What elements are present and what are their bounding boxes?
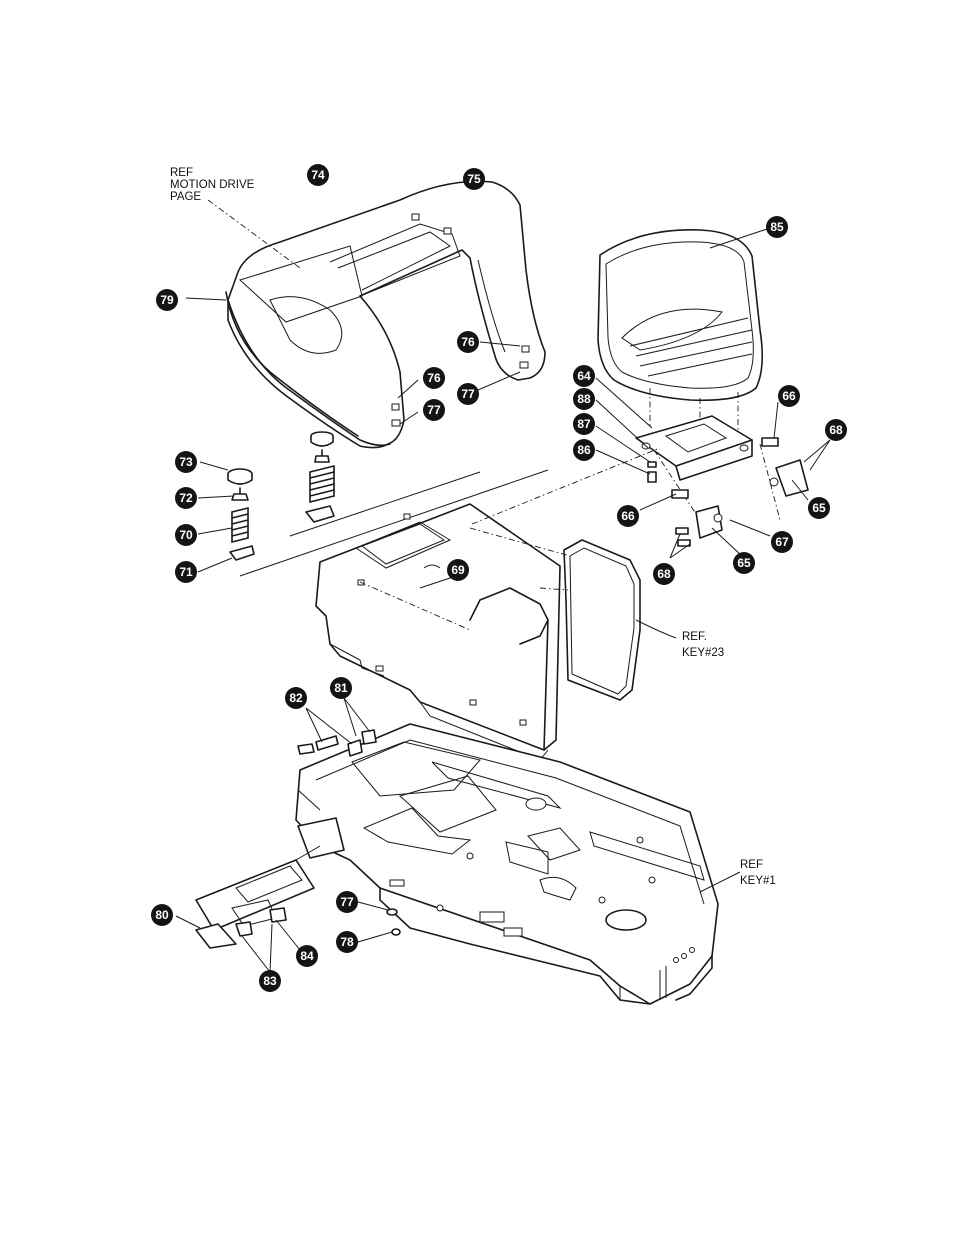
callout-88: 88 (573, 388, 595, 410)
ref-motion-drive-line1: REF (170, 167, 193, 179)
callout-85-text: 85 (770, 220, 784, 234)
callout-77-b: 77 (423, 399, 445, 421)
chassis-frame (296, 724, 718, 1004)
callout-67-text: 67 (775, 535, 789, 549)
callout-71: 71 (175, 561, 197, 583)
callout-71-text: 71 (179, 565, 193, 579)
ref-motion-drive-line3: PAGE (170, 191, 201, 203)
callout-80: 80 (151, 904, 173, 926)
ref-key23-line2: KEY#23 (682, 647, 724, 659)
callout-87: 87 (573, 413, 595, 435)
ref-key1-line1: REF (740, 859, 763, 871)
callout-68-b-text: 68 (657, 567, 671, 581)
callout-78-text: 78 (340, 935, 354, 949)
callout-66-b: 66 (617, 505, 639, 527)
callout-72-text: 72 (179, 491, 193, 505)
callout-65-b: 65 (733, 552, 755, 574)
spring-assembly-right (306, 432, 334, 522)
callout-64-text: 64 (577, 369, 591, 383)
callout-72: 72 (175, 487, 197, 509)
callout-78: 78 (336, 931, 358, 953)
ref-key1-label: REF KEY#1 (740, 859, 776, 887)
seat (598, 230, 762, 400)
callout-84: 84 (296, 945, 318, 967)
callout-76-a-text: 76 (461, 335, 475, 349)
callout-69-text: 69 (451, 563, 465, 577)
callout-82-text: 82 (289, 691, 303, 705)
callout-87-text: 87 (577, 417, 591, 431)
callout-80-text: 80 (155, 908, 169, 922)
callout-85: 85 (766, 216, 788, 238)
callout-83-text: 83 (263, 974, 277, 988)
callout-66-a: 66 (778, 385, 800, 407)
callout-84-text: 84 (300, 949, 314, 963)
callout-69: 69 (447, 559, 469, 581)
callout-68-b: 68 (653, 563, 675, 585)
callout-77-b-text: 77 (427, 403, 441, 417)
ref-motion-drive-line2: MOTION DRIVE (170, 179, 255, 191)
fender (226, 181, 545, 447)
callout-74: 74 (307, 164, 329, 186)
callout-74-text: 74 (311, 168, 325, 182)
callout-76-a: 76 (457, 331, 479, 353)
callout-68-a-text: 68 (829, 423, 843, 437)
callout-67: 67 (771, 531, 793, 553)
callout-65-a-text: 65 (812, 501, 826, 515)
mounting-bracket (196, 846, 320, 948)
callout-65-b-text: 65 (737, 556, 751, 570)
spring-assembly-left (228, 469, 254, 560)
callout-76-b: 76 (423, 367, 445, 389)
callout-66-b-text: 66 (621, 509, 635, 523)
callout-68-a: 68 (825, 419, 847, 441)
callout-81-text: 81 (334, 681, 348, 695)
callout-70-text: 70 (179, 528, 193, 542)
callout-76-b-text: 76 (427, 371, 441, 385)
callout-70: 70 (175, 524, 197, 546)
callout-86: 86 (573, 439, 595, 461)
callout-77-a-text: 77 (461, 387, 475, 401)
callout-83: 83 (259, 970, 281, 992)
callout-66-a-text: 66 (782, 389, 796, 403)
callout-65-a: 65 (808, 497, 830, 519)
callout-77-a: 77 (457, 383, 479, 405)
callout-75-text: 75 (467, 172, 481, 186)
callout-82: 82 (285, 687, 307, 709)
callout-79-text: 79 (160, 293, 174, 307)
callout-88-text: 88 (577, 392, 591, 406)
callout-73: 73 (175, 451, 197, 473)
callout-64: 64 (573, 365, 595, 387)
ref-key1-line2: KEY#1 (740, 875, 776, 887)
callout-75: 75 (463, 168, 485, 190)
callout-77-c: 77 (336, 891, 358, 913)
callout-79: 79 (156, 289, 178, 311)
callout-77-c-text: 77 (340, 895, 354, 909)
callout-86-text: 86 (577, 443, 591, 457)
callout-81: 81 (330, 677, 352, 699)
body-panel (316, 504, 560, 760)
ref-key23-line1: REF. (682, 631, 707, 643)
callout-73-text: 73 (179, 455, 193, 469)
ref-key23-label: REF. KEY#23 (682, 631, 724, 659)
ref-motion-drive-label: REF MOTION DRIVE PAGE (170, 167, 255, 203)
